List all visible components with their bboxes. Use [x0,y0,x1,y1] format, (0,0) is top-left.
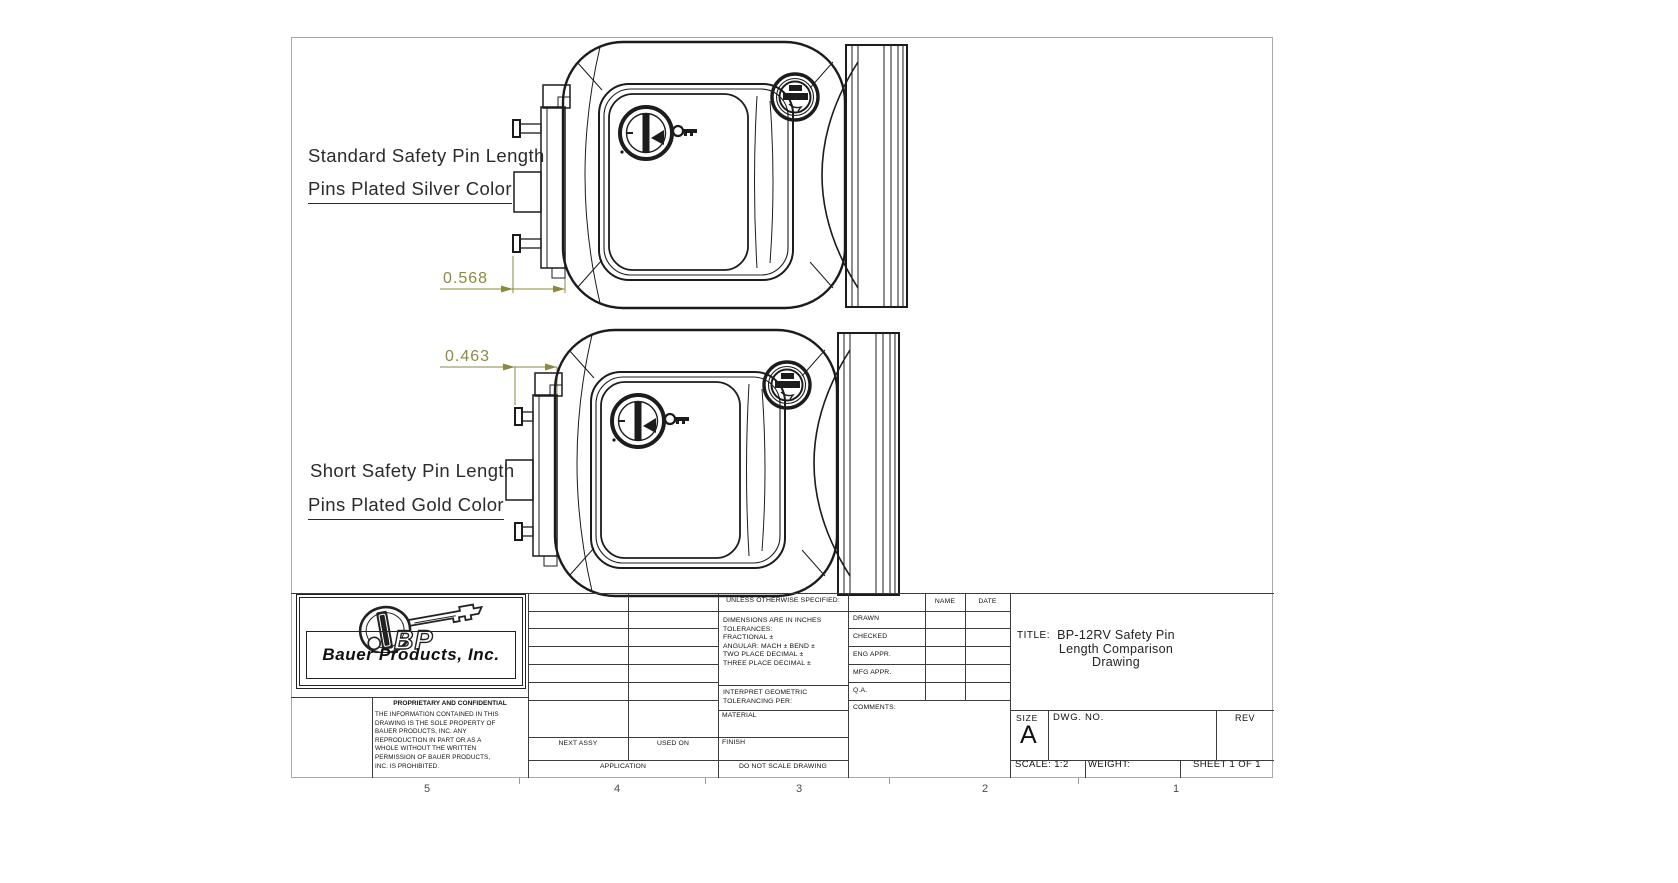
do-not-scale-note: DO NOT SCALE DRAWING [739,763,827,770]
grid-line [528,682,718,683]
grid-line [528,737,848,738]
grid-line [848,628,1010,629]
company-name: Bauer Products, Inc. [306,631,516,679]
grid-line [528,593,529,778]
grid-line [291,697,528,698]
zone-tick [519,778,520,784]
finish-label: FINISH [722,739,746,746]
safety-pins [514,407,534,541]
logo-monogram: BP [394,625,434,653]
grid-line [1180,760,1181,778]
title-block: BP Bauer Products, Inc. PROPRIETARY AND … [291,593,1274,778]
grid-line [1010,593,1011,778]
grid-line [291,593,1274,594]
dimension-standard-pin: 0.568 [440,256,566,293]
logo-inner-frame [299,597,523,686]
comments-label: COMMENTS: [853,704,896,711]
grid-line [528,664,718,665]
grid-line [528,760,848,761]
standard-latch-view [512,40,908,310]
application-header: APPLICATION [599,763,647,770]
grid-line [528,628,718,629]
tolerance-note-line: TOLERANCES: [723,625,773,633]
checked-row-label: CHECKED [853,633,888,640]
grid-line [718,685,848,686]
title-line-1: BP-12RV Safety Pin [1057,628,1175,642]
next-assy-header: NEXT ASSY [558,740,598,747]
tolerance-note-line: DIMENSIONS ARE IN INCHES [723,617,822,624]
grid-line [848,664,1010,665]
standard-pin-plating-label: Pins Plated Silver Color [308,178,512,204]
bauer-key-logo: BP [358,603,484,653]
drawing-title: BP-12RV Safety Pin Length Comparison Dra… [1031,628,1201,670]
title-label: TITLE: [1017,630,1051,641]
material-label: MATERIAL [722,712,757,719]
tolerancing-per-note: TOLERANCING PER: [723,697,793,705]
grid-line [528,700,718,701]
dwg-no-label: DWG. NO. [1053,712,1104,723]
grid-line [372,697,373,778]
dimension-standard-value: 0.568 [443,270,488,287]
used-on-header: USED ON [656,740,690,747]
drawn-row-label: DRAWN [853,615,880,622]
dimension-short-value: 0.463 [445,348,490,365]
eng-appr-row-label: ENG APPR. [853,651,891,658]
date-column-header: DATE [978,598,997,605]
grid-line [848,682,1010,683]
grid-line [718,710,848,711]
key-icon [671,124,697,138]
grid-line [848,700,1010,701]
rev-label: REV [1234,713,1255,723]
grid-line [1216,710,1217,760]
zone-number-3: 3 [796,783,803,795]
short-pin-plating-label: Pins Plated Gold Color [308,494,504,520]
grid-line [848,593,849,778]
grid-line [1010,760,1274,761]
bauer-logo-box: BP Bauer Products, Inc. [296,594,526,689]
zone-number-1: 1 [1173,783,1180,795]
grid-line [528,610,1010,612]
tolerance-note-line: THREE PLACE DECIMAL ± [723,659,811,667]
name-column-header: NAME [934,598,956,605]
key-cylinder-icon [618,105,674,161]
zone-tick [705,778,706,784]
grid-line [628,593,629,760]
key-cylinder-icon [610,393,666,449]
size-value: A [1020,721,1037,749]
standard-pin-label: Standard Safety Pin Length [308,145,545,166]
zone-tick [1078,778,1079,784]
qa-row-label: Q.A. [853,687,868,694]
tolerance-note-line: ANGULAR: MACH ± BEND ± [723,642,815,650]
zone-number-4: 4 [614,783,621,795]
zone-number-2: 2 [982,783,989,795]
cam-lock-icon [770,72,820,122]
grid-line [528,646,718,647]
sheet-label: SHEET 1 OF 1 [1193,759,1261,770]
unless-otherwise-note: UNLESS OTHERWISE SPECIFIED: [726,597,840,604]
zone-tick [889,778,890,784]
mfg-appr-row-label: MFG APPR. [853,669,892,676]
cam-lock-icon [762,360,812,410]
interpret-geometric-note: INTERPRET GEOMETRIC [723,689,808,696]
safety-pins [512,119,542,253]
zone-number-5: 5 [424,783,431,795]
weight-label: WEIGHT: [1088,759,1131,770]
grid-line [1085,760,1086,778]
proprietary-text: THE INFORMATION CONTAINED IN THIS DRAWIN… [375,711,499,770]
key-icon [663,412,689,426]
tolerance-note-line: FRACTIONAL ± [723,634,774,641]
scale-value: SCALE: 1:2 [1015,759,1069,770]
tolerance-note-line: TWO PLACE DECIMAL ± [723,651,804,658]
short-latch-view [505,328,900,598]
sheet-border [291,37,1273,778]
grid-line [1048,710,1049,760]
title-line-3: Drawing [1092,655,1140,669]
title-line-2: Length Comparison [1058,641,1174,656]
grid-line [1010,710,1274,711]
size-label: SIZE [1016,713,1039,723]
proprietary-heading: PROPRIETARY AND CONFIDENTIAL [393,700,507,707]
grid-line [848,646,1010,647]
short-pin-label: Short Safety Pin Length [310,460,515,481]
